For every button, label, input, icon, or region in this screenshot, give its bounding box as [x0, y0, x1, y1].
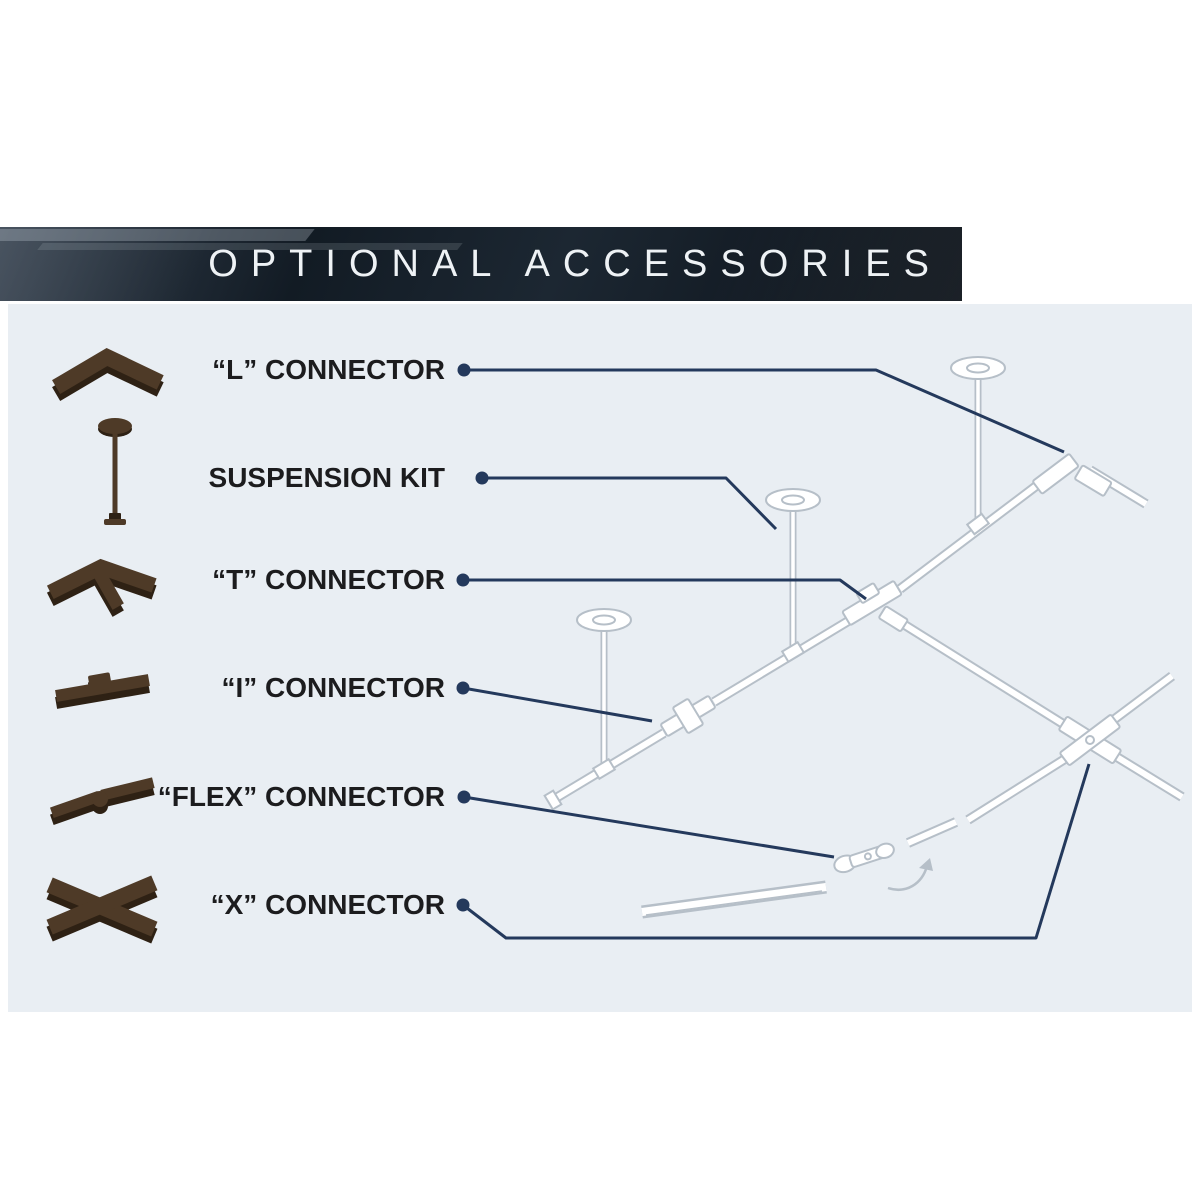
accessory-label-flex-connector: “FLEX” CONNECTOR — [157, 781, 445, 812]
suspension-kit-icon — [87, 415, 143, 542]
flex-connector-icon — [49, 770, 155, 840]
accessory-label-suspension-kit: SUSPENSION KIT — [208, 462, 445, 493]
accessory-label-x-connector: “X” CONNECTOR — [210, 889, 445, 920]
l-connector-icon — [50, 338, 165, 413]
x-connector-icon — [42, 863, 162, 953]
header-title: OPTIONAL ACCESSORIES — [208, 242, 942, 285]
t-connector-icon — [46, 548, 157, 628]
accessory-label-l-connector: “L” CONNECTOR — [212, 354, 445, 385]
i-connector-icon — [55, 662, 150, 722]
header-banner: OPTIONAL ACCESSORIES — [0, 227, 962, 301]
accessory-label-i-connector: “I” CONNECTOR — [221, 672, 446, 703]
banner-ribbon — [0, 229, 315, 241]
accessory-label-t-connector: “T” CONNECTOR — [212, 564, 445, 595]
